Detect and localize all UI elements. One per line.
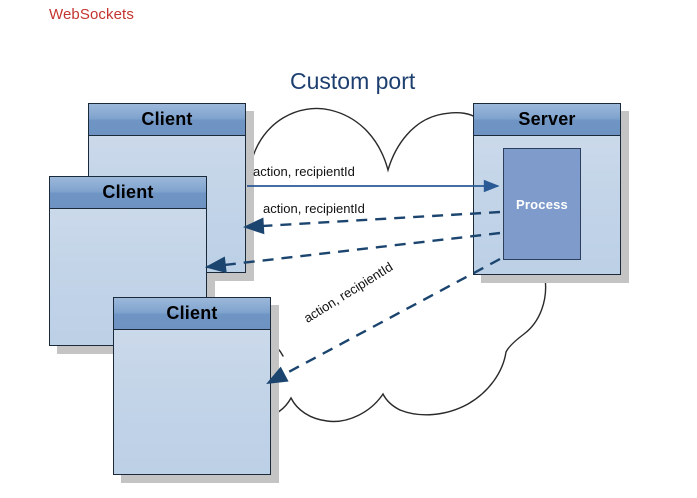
node-title-client-2: Client [50, 177, 206, 209]
node-box[interactable]: Client [113, 297, 271, 475]
node-title-client-1: Client [89, 104, 245, 136]
node-title-server: Server [474, 104, 620, 136]
process-label: Process [516, 196, 568, 212]
edge-label-request: action, recipientId [253, 164, 355, 179]
edge-label-response-1: action, recipientId [263, 201, 365, 216]
cloud-caption: Custom port [290, 68, 416, 94]
process-box[interactable]: Process [503, 148, 581, 260]
page-title: WebSockets [49, 6, 134, 23]
edge-label-response-3: action, recipientId [301, 258, 396, 326]
node-title-client-3: Client [114, 298, 270, 330]
